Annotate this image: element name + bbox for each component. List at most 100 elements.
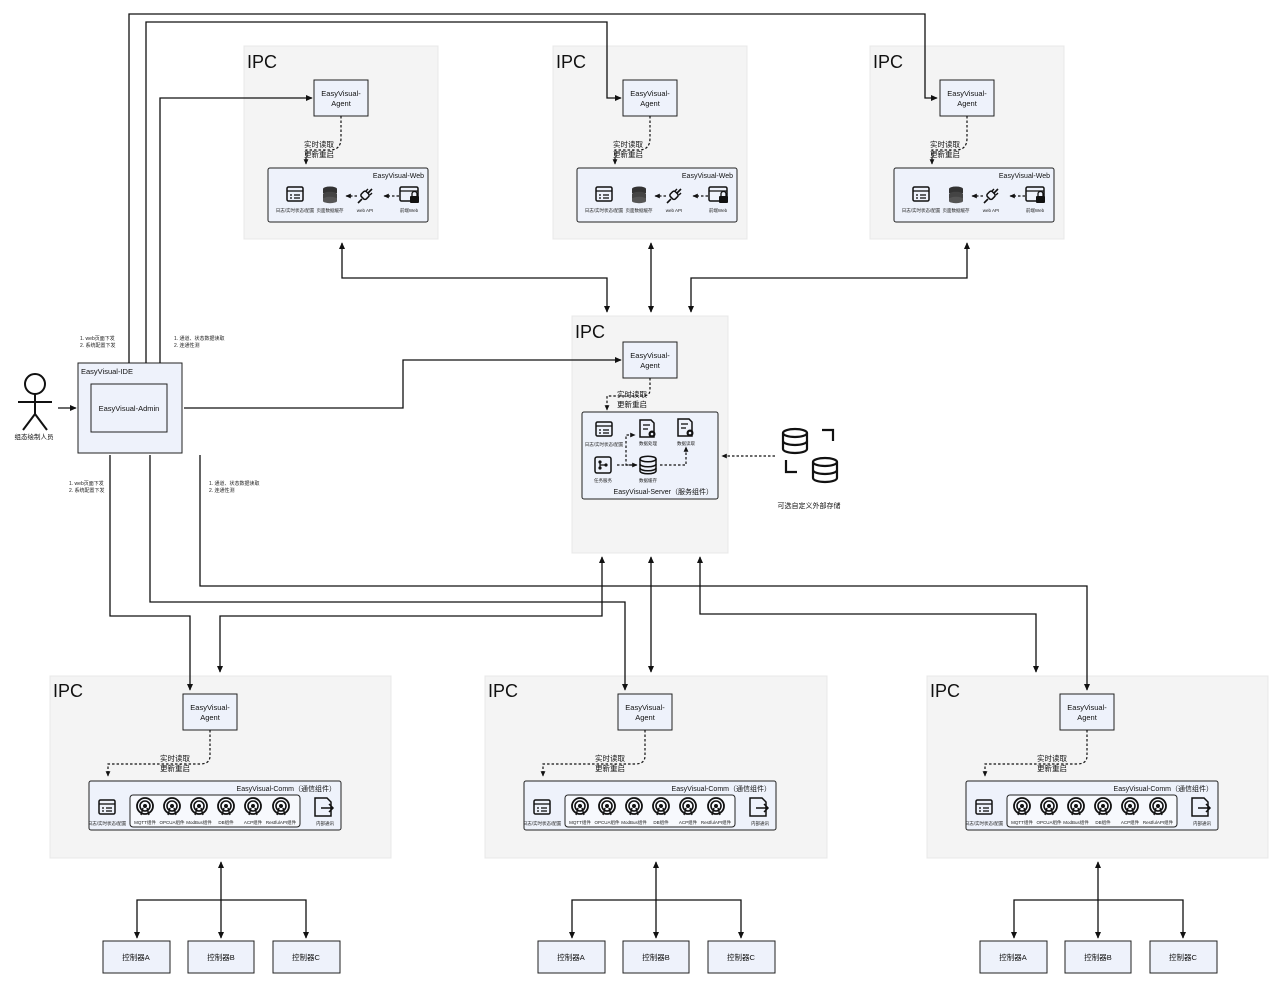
controller-box[interactable] <box>979 940 1048 974</box>
realtime-label: 更新重启 <box>304 149 334 159</box>
agent-box[interactable] <box>622 79 678 117</box>
agent-box[interactable] <box>939 79 995 117</box>
ipc-title: IPC <box>930 681 960 701</box>
agent-label: EasyVisual- <box>947 89 987 98</box>
icon-label: web API <box>666 208 683 213</box>
admin-box[interactable] <box>90 383 168 433</box>
controller-box[interactable] <box>1149 940 1218 974</box>
agent-label: EasyVisual- <box>190 703 230 712</box>
controller-label: 控制器B <box>207 952 235 962</box>
realtime-label: 实时读取 <box>595 753 625 763</box>
note: 1. web页面下发 <box>69 480 104 487</box>
realtime-label: 实时读取 <box>160 753 190 763</box>
ipc-title: IPC <box>488 681 518 701</box>
icon-label: web API <box>357 208 374 213</box>
note: 1. 通道、状态数据读取 <box>174 335 225 342</box>
server-ipc: EasyVisual- Agent 实时读取 更新重启 日志/实时状态/配置 数… <box>581 341 719 500</box>
ide-box[interactable]: EasyVisual-IDE EasyVisual-Admin <box>77 362 183 454</box>
server-box[interactable] <box>581 411 719 500</box>
icon-label: 数据读取 <box>677 440 695 447</box>
icon-label: 任务服务 <box>594 477 612 484</box>
comm-title: EasyVisual-Comm（通信组件） <box>672 784 771 793</box>
note: 1. 通道、状态数据读取 <box>209 480 260 487</box>
controller-label: 控制器C <box>292 952 320 962</box>
protocol-label: RestfulAPI组件 <box>266 819 297 826</box>
controller-box[interactable] <box>1064 940 1132 974</box>
note: 2. 系统配置下发 <box>80 342 116 349</box>
agent-box[interactable] <box>313 79 369 117</box>
ipc-title: IPC <box>873 52 903 72</box>
web-title: EasyVisual-Web <box>373 173 424 180</box>
realtime-label: 实时读取 <box>930 139 960 149</box>
protocol-label: MQTT组件 <box>1011 819 1033 826</box>
web-title: EasyVisual-Web <box>682 173 733 180</box>
realtime-label: 实时读取 <box>304 139 334 149</box>
agent-label: Agent <box>1077 713 1098 722</box>
actor-label: 组态绘制人员 <box>15 432 55 441</box>
controller-label: 控制器C <box>1169 952 1197 962</box>
controller-box[interactable] <box>622 940 690 974</box>
protocol-label: OPCUA组件 <box>594 819 620 826</box>
protocol-label: ACP组件 <box>679 819 698 826</box>
agent-label: Agent <box>200 713 221 722</box>
icon-label: 前端Web <box>709 207 728 214</box>
controller-box[interactable] <box>187 940 255 974</box>
controllers-3: 控制器A 控制器B 控制器C <box>979 940 1218 974</box>
controller-box[interactable] <box>272 940 341 974</box>
protocol-label: OPCUA组件 <box>159 819 185 826</box>
agent-label: EasyVisual- <box>625 703 665 712</box>
agent-box[interactable] <box>622 341 678 379</box>
comm-ipc-1: EasyVisual- Agent 实时读取 更新重启 EasyVisual-C… <box>88 693 342 831</box>
protocol-label: DB组件 <box>1095 819 1111 826</box>
agent-label: EasyVisual- <box>630 351 670 360</box>
icon-label: 内部通讯 <box>751 820 769 827</box>
controller-box[interactable] <box>102 940 171 974</box>
external-storage: 可选自定义外部存储 <box>778 427 841 510</box>
realtime-label: 实时读取 <box>613 139 643 149</box>
controller-label: 控制器A <box>557 952 585 962</box>
realtime-label: 更新重启 <box>595 763 625 773</box>
web-ipc-1: EasyVisual- Agent 实时读取 更新重启 EasyVisual-W… <box>267 79 429 223</box>
web-ipc-2: EasyVisual- Agent 实时读取 更新重启 EasyVisual-W… <box>576 79 738 223</box>
external-storage-label: 可选自定义外部存储 <box>778 501 841 510</box>
controller-box[interactable] <box>537 940 606 974</box>
protocol-label: RestfulAPI组件 <box>1143 819 1174 826</box>
ipc-title: IPC <box>556 52 586 72</box>
controller-tree-1 <box>133 861 310 939</box>
agent-label: EasyVisual- <box>321 89 361 98</box>
icon-label: 日志/实时状态/配置 <box>88 820 127 827</box>
controller-box[interactable] <box>707 940 776 974</box>
icon-label: 前端Web <box>1026 207 1045 214</box>
protocol-label: DB组件 <box>653 819 669 826</box>
note: 2. 连通性测 <box>174 342 200 349</box>
controller-label: 控制器B <box>1084 952 1112 962</box>
realtime-label: 实时读取 <box>617 389 647 399</box>
icon-label: 前端Web <box>400 207 419 214</box>
agent-label: Agent <box>331 99 352 108</box>
agent-label: Agent <box>635 713 656 722</box>
agent-box[interactable] <box>617 693 673 731</box>
server-title: EasyVisual-Server（服务组件） <box>614 487 713 496</box>
icon-label: 日志/实时状态/配置 <box>965 820 1004 827</box>
controller-label: 控制器C <box>727 952 755 962</box>
icon-label: 页面数据缓存 <box>317 207 344 214</box>
controllers-1: 控制器A 控制器B 控制器C <box>102 940 341 974</box>
agent-label: Agent <box>640 99 661 108</box>
icon-label: 内部通讯 <box>316 820 334 827</box>
agent-label: Agent <box>957 99 978 108</box>
agent-box[interactable] <box>1059 693 1115 731</box>
protocol-label: ACP组件 <box>1121 819 1140 826</box>
ipc-title: IPC <box>53 681 83 701</box>
protocol-label: ModBus组件 <box>186 819 212 826</box>
ide-title: EasyVisual-IDE <box>81 367 133 376</box>
ipc-title: IPC <box>247 52 277 72</box>
protocol-label: DB组件 <box>218 819 234 826</box>
icon-label: 数据缓存 <box>639 477 657 484</box>
icon-label: web API <box>983 208 1000 213</box>
protocol-label: ModBus组件 <box>621 819 647 826</box>
icon-label: 日志/实时状态/配置 <box>523 820 562 827</box>
agent-box[interactable] <box>182 693 238 731</box>
database-icon <box>949 186 963 204</box>
controller-tree-3 <box>1010 861 1187 939</box>
